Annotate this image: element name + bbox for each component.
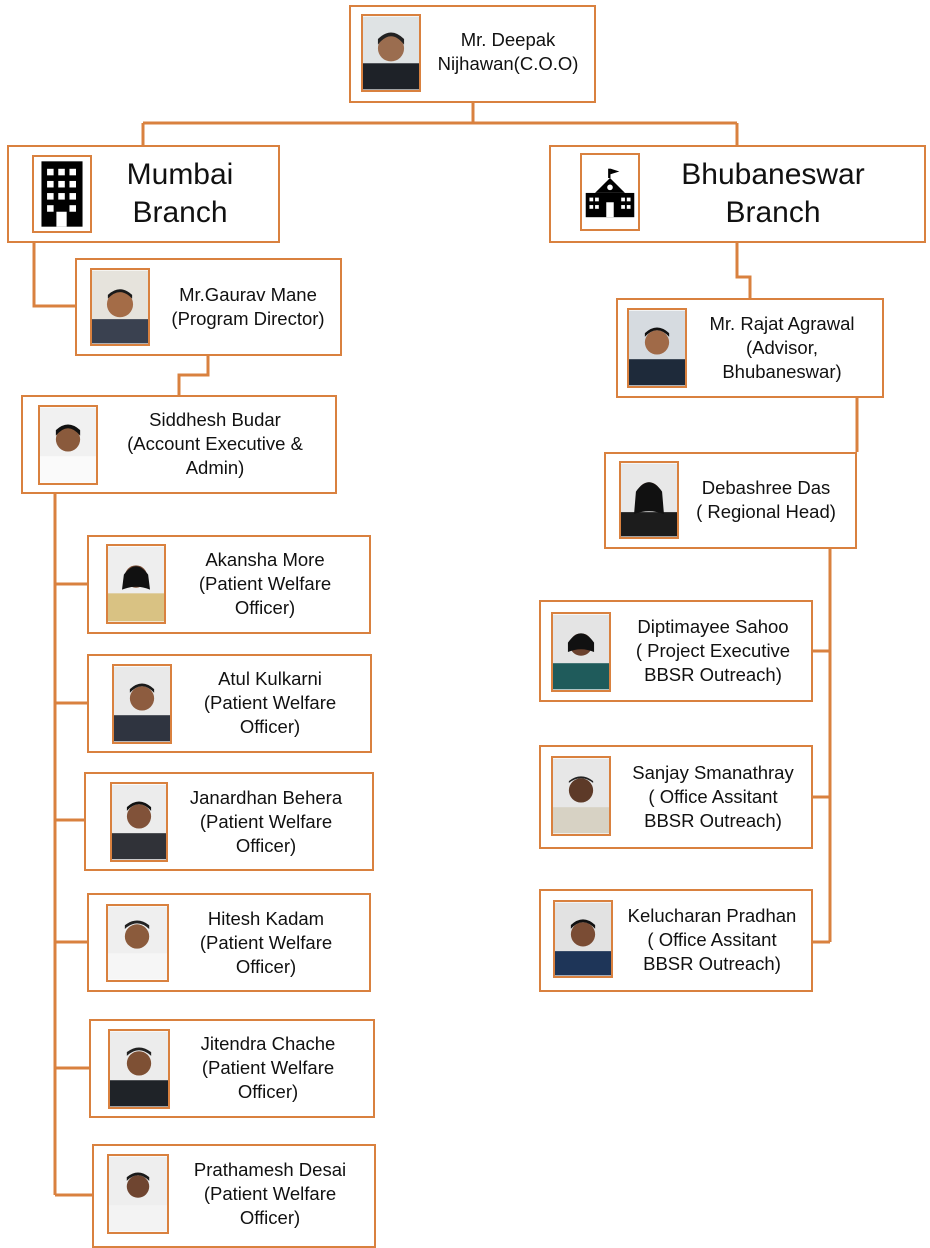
staff-photo [551, 612, 611, 692]
connector-coo-branches [141, 103, 739, 145]
officer-photo [106, 544, 166, 624]
office-building-icon [32, 155, 92, 233]
connector-bbsr-staff [813, 549, 832, 944]
school-building-icon [580, 153, 640, 231]
connector-bbsr-advisor [735, 243, 752, 298]
officer-photo [106, 904, 169, 982]
director-label: Mr.Gaurav Mane(Program Director) [171, 284, 325, 329]
connector-mumbai-director [32, 243, 75, 308]
account-executive-photo [38, 405, 98, 485]
regional-head-photo [619, 461, 679, 539]
account-executive-label: Siddhesh Budar(Account Executive &Admin) [127, 409, 303, 478]
coo-photo [361, 14, 421, 92]
director-photo [90, 268, 150, 346]
staff-photo [551, 756, 611, 836]
connector-mumbai-officers [53, 494, 92, 1197]
officer-photo [112, 664, 172, 744]
staff-photo [553, 900, 613, 978]
regional-head-label: Debashree Das( Regional Head) [696, 477, 836, 522]
advisor-label: Mr. Rajat Agrawal(Advisor,Bhubaneswar) [709, 313, 855, 382]
connector-director-account [177, 356, 210, 395]
officer-photo [110, 782, 168, 862]
officer-photo [108, 1029, 170, 1109]
advisor-photo [627, 308, 687, 388]
officer-photo [107, 1154, 169, 1234]
